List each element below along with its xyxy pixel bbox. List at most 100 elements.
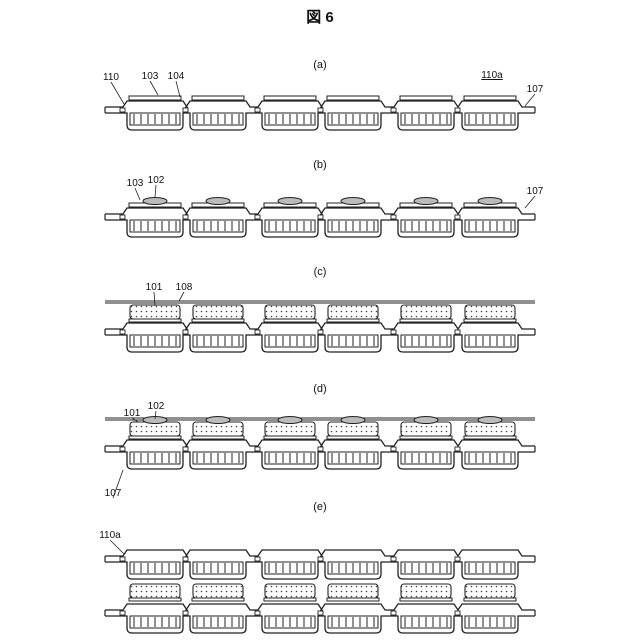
bump	[143, 198, 167, 205]
pad-layer	[464, 96, 516, 100]
lead-tab	[183, 215, 188, 219]
bump	[478, 417, 502, 424]
dotted-component	[130, 305, 180, 319]
lead-tab	[391, 108, 396, 112]
callout-label: 107	[527, 84, 544, 95]
dotted-component	[265, 422, 315, 436]
lead-tab	[318, 215, 323, 219]
callout-label: 110a	[99, 530, 121, 541]
lead-tab	[318, 447, 323, 451]
bump	[278, 198, 302, 205]
lead-tab	[120, 611, 125, 615]
pad-layer	[129, 96, 181, 100]
carrier-top-edge	[105, 440, 535, 446]
lead-tab	[183, 108, 188, 112]
carrier-top-edge	[105, 208, 535, 214]
bump	[414, 417, 438, 424]
panel-label: (b)	[313, 159, 326, 171]
callout-leader	[154, 292, 155, 306]
panels: (a)110103104110a107(b)103102107(c)101108…	[99, 59, 544, 633]
panel-a: (a) 110 103 104 110a 107	[103, 59, 544, 130]
figure-title: 図 6	[306, 9, 334, 26]
lead-tab	[120, 447, 125, 451]
callout-label: 104	[168, 71, 185, 82]
lead-tab	[183, 447, 188, 451]
dotted-component	[193, 305, 243, 319]
dotted-component	[401, 305, 451, 319]
dotted-component	[265, 305, 315, 319]
bump	[206, 417, 230, 424]
callout-label: 103	[127, 178, 144, 189]
lead-tab	[391, 330, 396, 334]
lead-tab	[255, 611, 260, 615]
lead-tab	[183, 611, 188, 615]
lead-tab	[318, 108, 323, 112]
carrier-top-edge	[105, 550, 535, 556]
pad-layer	[400, 96, 452, 100]
callout-leader	[155, 185, 156, 197]
dotted-component	[130, 584, 180, 598]
lead-tab	[391, 215, 396, 219]
lead-tab	[391, 557, 396, 561]
bump	[341, 198, 365, 205]
dotted-component	[130, 422, 180, 436]
lead-tab	[455, 447, 460, 451]
dotted-component	[465, 584, 515, 598]
lead-tab	[391, 447, 396, 451]
panel-c: (c)101108	[105, 266, 535, 352]
lead-tab	[120, 330, 125, 334]
dotted-component	[328, 584, 378, 598]
dotted-component	[193, 422, 243, 436]
lead-tab	[455, 611, 460, 615]
lead-tab	[391, 611, 396, 615]
panel-b: (b) 103 102 107	[105, 159, 544, 237]
dotted-component	[193, 584, 243, 598]
callout-label: 103	[142, 71, 159, 82]
callout-leader	[176, 81, 180, 97]
callout-leader	[135, 188, 140, 200]
lead-tab	[455, 557, 460, 561]
callout-label: 101	[146, 282, 163, 293]
callout-label: 101	[124, 408, 141, 419]
lead-tab	[455, 330, 460, 334]
callout-label: 107	[527, 186, 544, 197]
panel-d: (d)101102107	[105, 383, 535, 499]
lead-tab	[318, 611, 323, 615]
lead-tab	[255, 447, 260, 451]
dotted-component	[465, 422, 515, 436]
lead-tab	[455, 108, 460, 112]
lead-tab	[455, 215, 460, 219]
panel-e: (e)110a	[99, 501, 535, 633]
callout-leader	[525, 196, 535, 208]
callout-leader	[179, 292, 184, 301]
carrier-top-edge	[105, 323, 535, 329]
lead-tab	[255, 215, 260, 219]
dotted-component	[401, 422, 451, 436]
callout-label: 102	[148, 175, 165, 186]
callout-leader	[150, 81, 158, 95]
bump	[414, 198, 438, 205]
panel-label: (d)	[313, 383, 326, 395]
pad-layer	[327, 96, 379, 100]
callout-label: 110	[103, 72, 119, 83]
callout-label: 108	[176, 282, 193, 293]
lead-tab	[120, 557, 125, 561]
lead-tab	[120, 215, 125, 219]
panel-label: (a)	[313, 59, 326, 71]
lead-tab	[318, 557, 323, 561]
lead-tab	[120, 108, 125, 112]
pad-layer	[192, 96, 244, 100]
pad-layer	[264, 96, 316, 100]
dotted-component	[265, 584, 315, 598]
bump	[341, 417, 365, 424]
callout-leader	[111, 82, 124, 104]
lead-tab	[255, 330, 260, 334]
callout-label: 110a	[481, 70, 503, 81]
bump	[278, 417, 302, 424]
lead-tab	[255, 108, 260, 112]
dotted-component	[401, 584, 451, 598]
carrier-top-edge	[105, 604, 535, 610]
dotted-component	[328, 422, 378, 436]
callout-label: 102	[148, 401, 165, 412]
